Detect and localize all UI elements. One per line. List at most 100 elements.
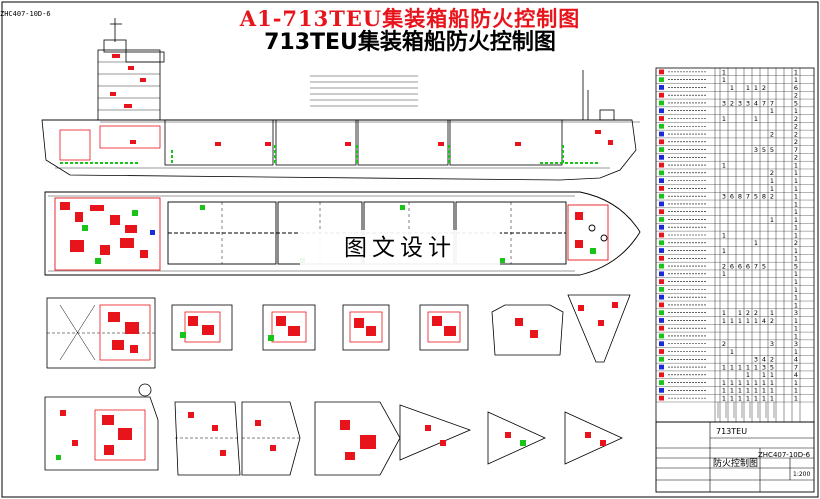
legend-count: 1 [794, 107, 798, 115]
legend-count: 5 [762, 262, 766, 270]
legend-count: 2 [794, 115, 798, 123]
legend-symbol-icon [659, 131, 664, 137]
legend-count: 1 [754, 387, 758, 395]
legend-count: 1 [738, 387, 742, 395]
legend-count: 1 [770, 309, 774, 317]
legend-count: 1 [794, 161, 798, 169]
deck-plans-row1 [46, 294, 631, 369]
legend-count: 1 [754, 84, 758, 92]
legend-count: 3 [746, 99, 750, 107]
legend-count: 5 [754, 193, 758, 201]
legend-count: 1 [770, 395, 774, 403]
legend-symbol-icon [659, 372, 664, 378]
legend-count: 3 [722, 99, 726, 107]
legend-symbol-icon [659, 154, 664, 160]
legend-count: 1 [730, 379, 734, 387]
legend-count: 2 [794, 123, 798, 131]
legend-count: 3 [722, 193, 726, 201]
legend-symbol-icon [659, 178, 664, 184]
legend-count: 5 [794, 99, 798, 107]
legend-count: 7 [762, 99, 766, 107]
legend-count: 1 [770, 387, 774, 395]
legend-count: 7 [770, 99, 774, 107]
legend-count: 1 [738, 363, 742, 371]
legend-count: 3 [794, 340, 798, 348]
legend-count: 1 [754, 317, 758, 325]
legend-count: 1 [794, 224, 798, 232]
legend-count: 1 [722, 76, 726, 84]
legend-symbol-icon [659, 69, 664, 75]
legend-count: 1 [722, 115, 726, 123]
legend-count: 2 [746, 309, 750, 317]
title-block-drawing-name: 防火控制图 [713, 459, 759, 469]
legend-symbol-icon [659, 85, 664, 90]
legend-count: 1 [794, 294, 798, 302]
legend-count: 6 [730, 262, 734, 270]
legend-count: 1 [746, 395, 750, 403]
title-block-project: 713TEU [716, 427, 748, 436]
legend-symbol-icon [659, 240, 664, 246]
legend-count: 5 [762, 146, 766, 154]
legend-count: 1 [794, 200, 798, 208]
legend-count: 4 [794, 356, 798, 364]
legend-count: 1 [746, 317, 750, 325]
legend-count: 4 [762, 317, 766, 325]
legend-count: 2 [770, 169, 774, 177]
legend-count: 6 [730, 193, 734, 201]
legend-symbol-icon [659, 209, 664, 215]
legend-symbol-icon [659, 116, 664, 121]
legend-symbol-icon [659, 349, 664, 354]
legend-count: 2 [754, 309, 758, 317]
legend-symbol-icon [659, 387, 664, 393]
legend-symbol-icon [659, 147, 664, 152]
legend-symbol-icon [659, 232, 664, 238]
page-title: 713TEU集装箱船防火控制图 [264, 30, 556, 55]
legend-symbol-icon [659, 92, 664, 98]
legend-symbol-icon [659, 170, 664, 176]
legend-count: 1 [730, 317, 734, 325]
legend-count: 2 [794, 239, 798, 247]
legend-count: 7 [746, 193, 750, 201]
legend-count: 1 [738, 379, 742, 387]
legend-count: 1 [762, 395, 766, 403]
profile-symbols [110, 54, 613, 146]
legend-count: 2 [770, 317, 774, 325]
legend-count: 1 [794, 395, 798, 403]
legend-count: 1 [722, 247, 726, 255]
legend-count: 1 [754, 379, 758, 387]
legend-count: 1 [794, 317, 798, 325]
legend-notes [717, 402, 775, 418]
legend-count: 6 [794, 84, 798, 92]
legend-symbol-icon [659, 193, 664, 199]
legend-count: 2 [794, 92, 798, 100]
legend-symbol-icon [659, 279, 664, 284]
legend-count: 3 [754, 146, 758, 154]
edge-drawing-number: ZHC407-10D-6 [0, 10, 51, 18]
legend-count: 1 [794, 169, 798, 177]
legend-count: 1 [794, 387, 798, 395]
legend-count: 1 [746, 379, 750, 387]
legend-count: 1 [722, 309, 726, 317]
legend-count: 3 [762, 363, 766, 371]
legend-count: 1 [754, 395, 758, 403]
legend-count: 1 [794, 177, 798, 185]
legend-count: 1 [770, 107, 774, 115]
legend-count: 1 [746, 387, 750, 395]
legend-count: 1 [746, 84, 750, 92]
legend-count: 1 [730, 395, 734, 403]
legend-count: 6 [738, 262, 742, 270]
legend-count: 1 [794, 231, 798, 239]
legend-count: 1 [722, 317, 726, 325]
legend-count: 1 [794, 332, 798, 340]
legend-count: 1 [794, 216, 798, 224]
legend-count: 2 [770, 356, 774, 364]
legend-count: 1 [770, 177, 774, 185]
legend-count: 1 [762, 379, 766, 387]
deck-plan-symbols [60, 202, 596, 264]
legend-symbol-icon [659, 318, 664, 323]
legend-count: 1 [794, 193, 798, 201]
legend-count: 1 [794, 301, 798, 309]
legend-symbol-icon [659, 162, 664, 168]
